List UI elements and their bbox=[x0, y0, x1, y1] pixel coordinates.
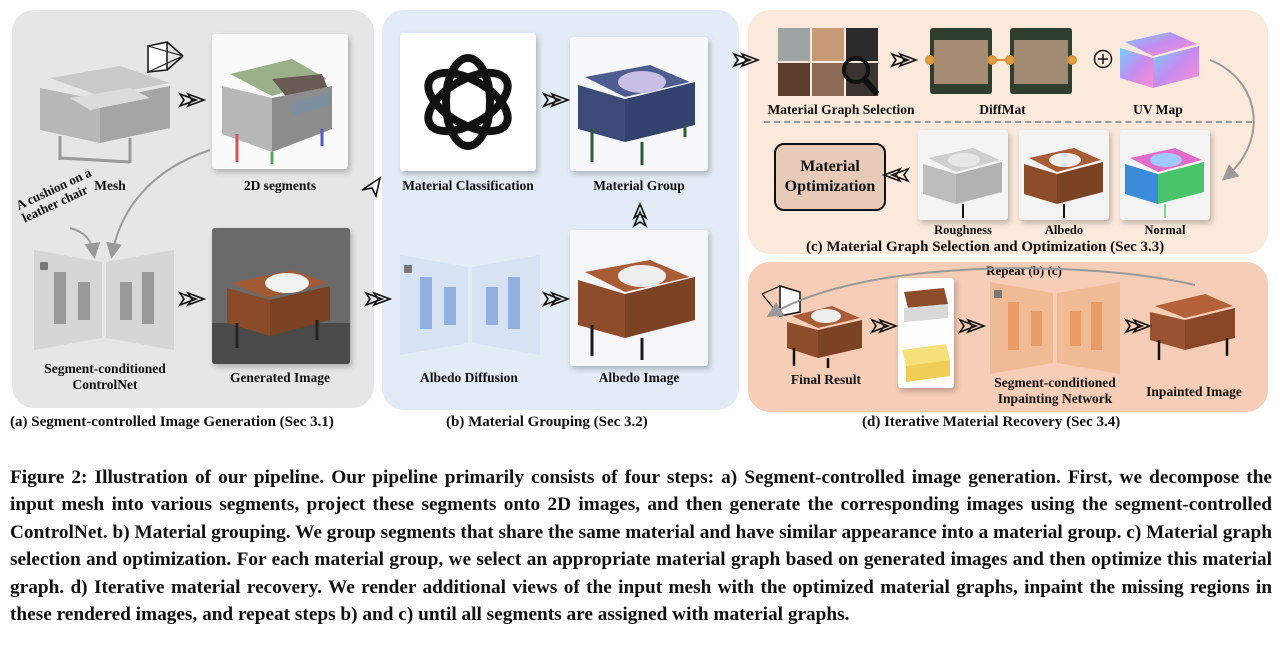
magnifier-icon bbox=[840, 54, 880, 98]
figure-label: Figure 2: bbox=[10, 467, 88, 488]
albedo-diffusion-diagram bbox=[400, 255, 540, 355]
mesh-render bbox=[30, 48, 180, 166]
label-diffmat: DiffMat bbox=[979, 102, 1026, 117]
generated-image bbox=[212, 228, 350, 364]
inpainting-network-diagram bbox=[990, 282, 1120, 374]
camera-icon bbox=[145, 38, 187, 76]
diffmat-node-2 bbox=[1010, 28, 1072, 94]
normal-image bbox=[1120, 130, 1210, 220]
caption-panel-a: (a) Segment-controlled Image Generation … bbox=[10, 414, 334, 430]
roughness-image bbox=[918, 130, 1008, 220]
label-controlnet: Segment-conditioned ControlNet bbox=[44, 361, 166, 392]
label-roughness: Roughness bbox=[934, 223, 992, 237]
caption-panel-b: (b) Material Grouping (Sec 3.2) bbox=[446, 414, 648, 430]
caption-panel-d: (d) Iterative Material Recovery (Sec 3.4… bbox=[862, 414, 1121, 430]
material-group-image bbox=[570, 37, 708, 171]
albedo-output-image bbox=[1019, 130, 1109, 220]
label-inpainting-network: Segment-conditioned Inpainting Network bbox=[994, 375, 1116, 406]
label-albedo: Albedo bbox=[1044, 223, 1084, 237]
plus-icon bbox=[1093, 49, 1113, 69]
openai-logo-icon bbox=[400, 33, 536, 171]
label-2d-segments: 2D segments bbox=[243, 178, 317, 193]
label-albedo-image: Albedo Image bbox=[598, 370, 680, 385]
segments-image bbox=[212, 34, 348, 169]
label-material-classification: Material Classification bbox=[402, 178, 534, 193]
label-inpainted-image: Inpainted Image bbox=[1146, 384, 1242, 399]
figure-caption: Figure 2: Illustration of our pipeline. … bbox=[10, 464, 1272, 628]
label-material-group: Material Group bbox=[593, 178, 685, 193]
controlnet-diagram bbox=[34, 250, 174, 350]
inpainted-image bbox=[1145, 286, 1241, 366]
rendered-views-image bbox=[898, 278, 954, 388]
uv-map-image bbox=[1115, 22, 1203, 98]
label-generated-image: Generated Image bbox=[229, 370, 331, 385]
caption-panel-c: (c) Material Graph Selection and Optimiz… bbox=[806, 239, 1165, 255]
label-final-result: Final Result bbox=[790, 372, 862, 387]
material-optimization-box: Material Optimization bbox=[774, 143, 886, 211]
label-albedo-diffusion: Albedo Diffusion bbox=[420, 370, 518, 385]
label-material-graph-selection: Material Graph Selection bbox=[767, 102, 915, 117]
albedo-image bbox=[570, 230, 708, 366]
label-repeat: Repeat (b) (c) bbox=[986, 263, 1062, 278]
label-uv-map: UV Map bbox=[1133, 102, 1183, 117]
divider-line bbox=[764, 121, 1252, 123]
final-result-image bbox=[782, 296, 868, 370]
diffmat-node-1 bbox=[930, 28, 992, 94]
figure-caption-text: Illustration of our pipeline. Our pipeli… bbox=[10, 467, 1272, 626]
label-normal: Normal bbox=[1144, 223, 1186, 237]
